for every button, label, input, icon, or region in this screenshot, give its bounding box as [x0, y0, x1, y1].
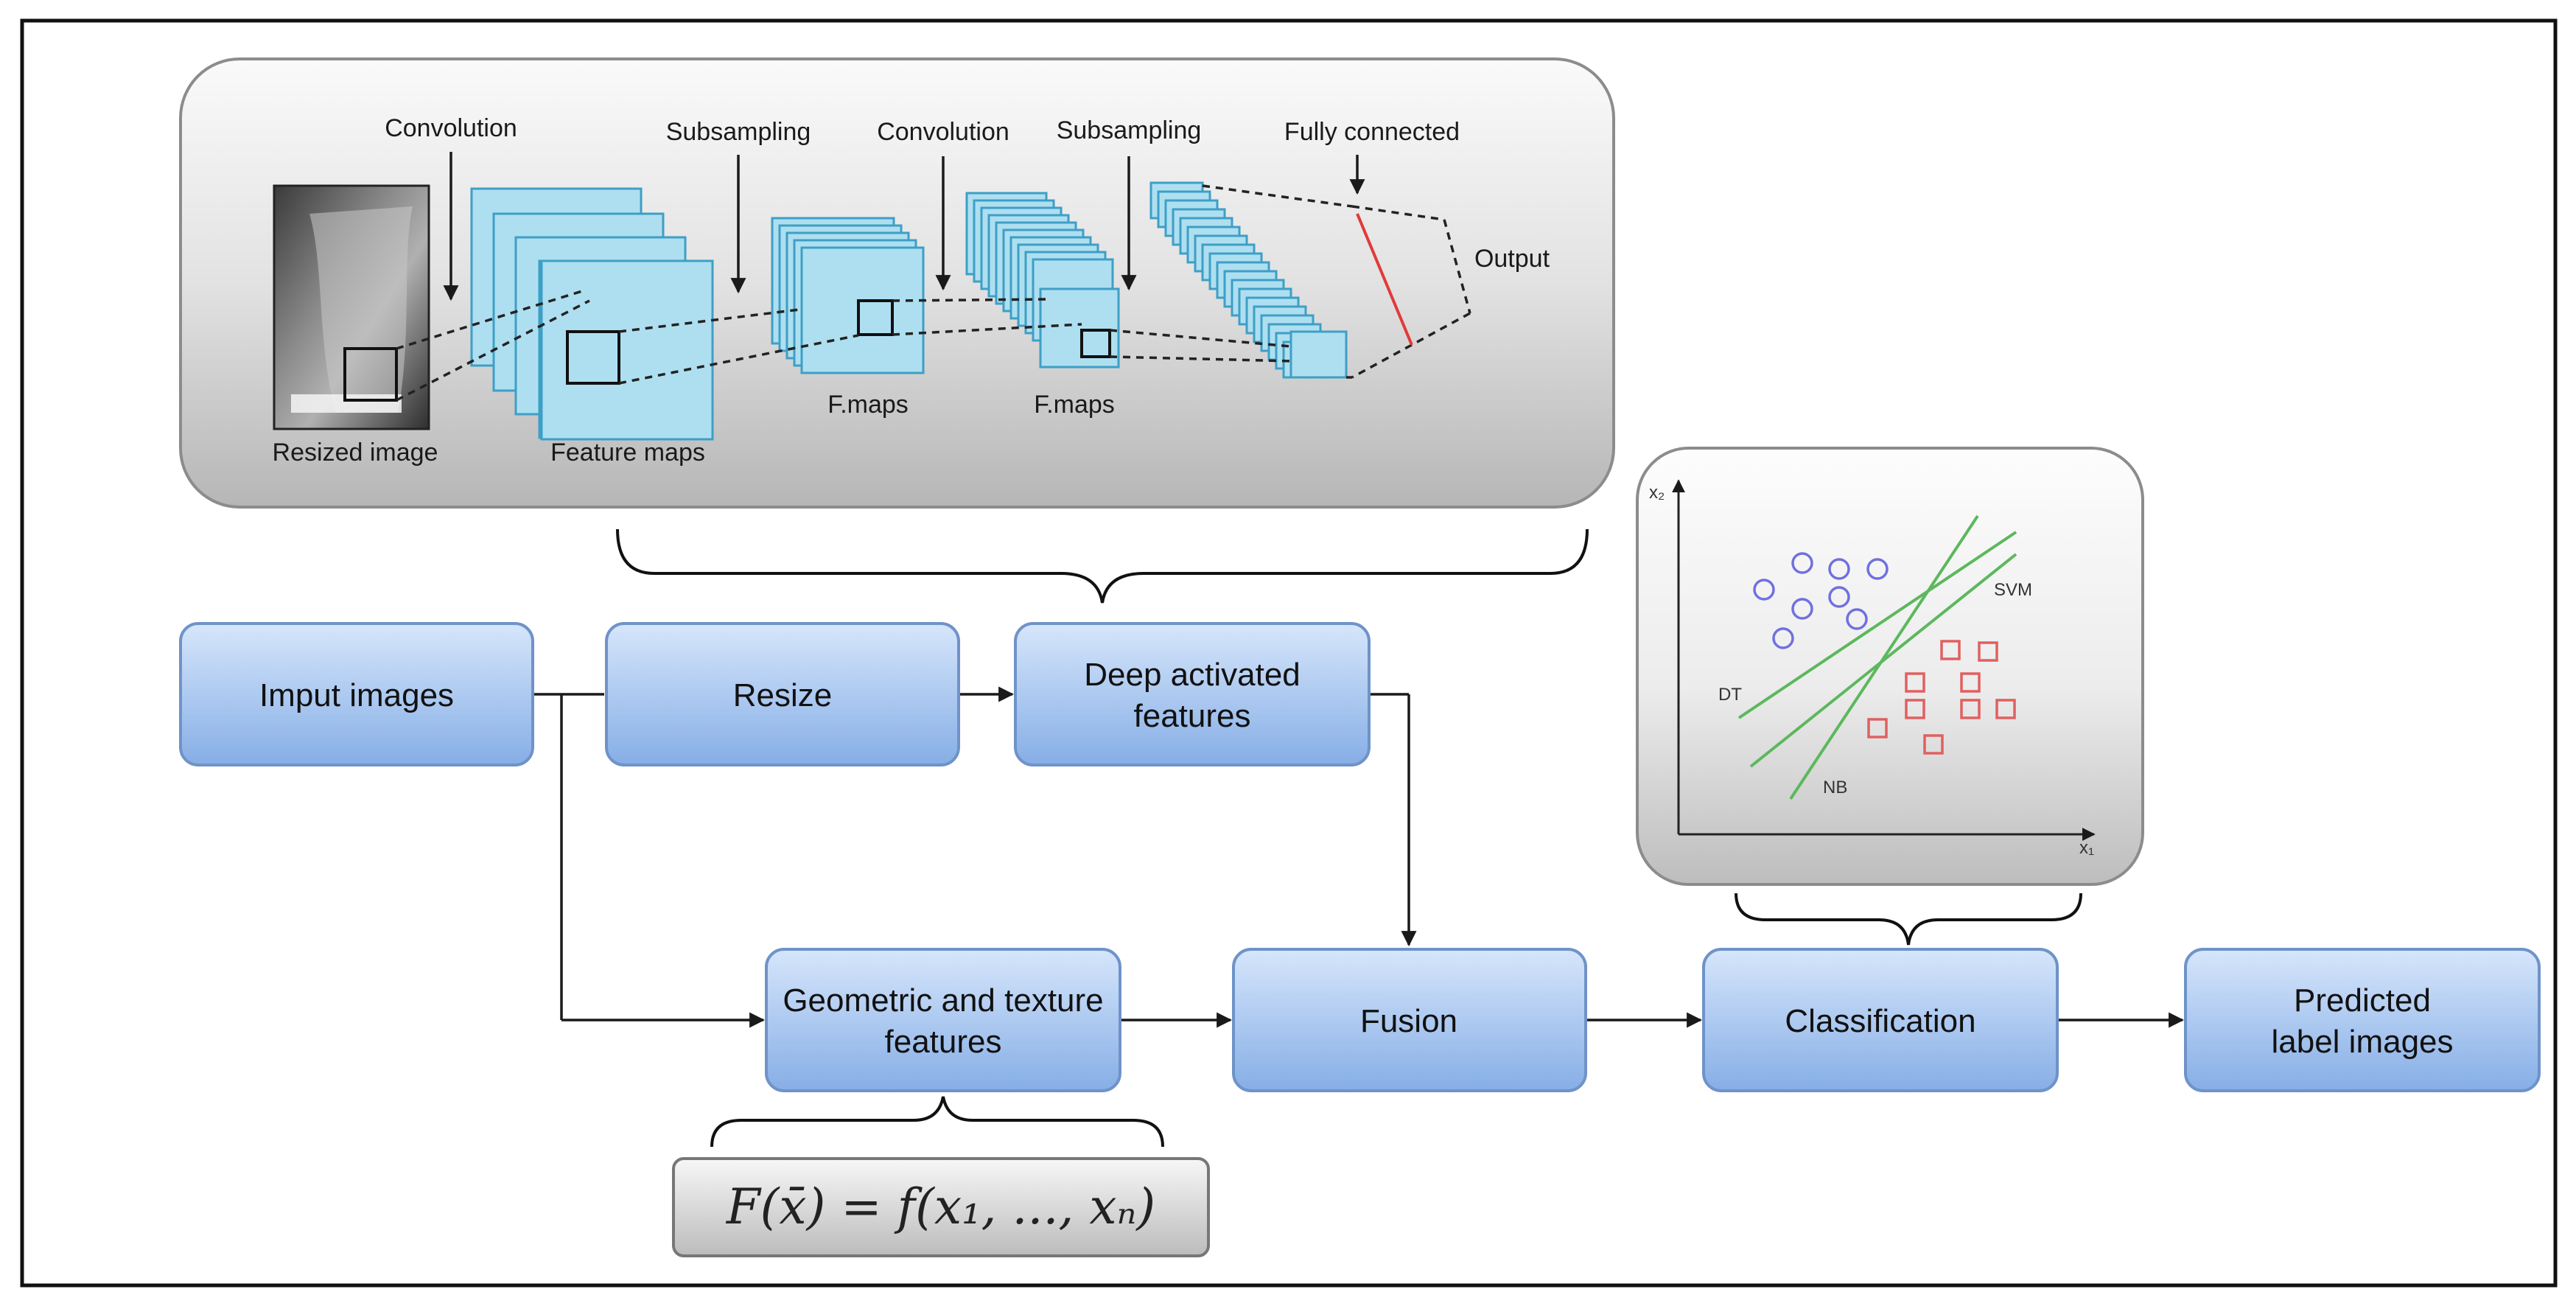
- class-b-point: [1960, 672, 1981, 693]
- box-geo-label-line2: features: [885, 1024, 1002, 1060]
- class-a-point: [1866, 558, 1889, 580]
- feature-maps-stack: [470, 187, 714, 441]
- class-a-point: [1791, 598, 1813, 620]
- label-fmaps-1: F.maps: [827, 391, 909, 419]
- resized-image: [273, 184, 430, 430]
- label-fully-connected: Fully connected: [1284, 118, 1460, 146]
- box-predicted-label-images: Predicted label images: [2184, 948, 2541, 1092]
- class-a-point: [1846, 608, 1868, 630]
- fmaps-patch-2: [1080, 329, 1111, 358]
- box-geometric-texture-features: Geometric and texture features: [765, 948, 1121, 1092]
- resized-image-patch: [343, 347, 398, 402]
- class-b-point: [1867, 718, 1888, 738]
- class-a-point: [1772, 627, 1794, 649]
- box-predicted-label-line2: label images: [2271, 1024, 2453, 1060]
- plot-axes: [1672, 479, 2096, 841]
- geo-brace: [710, 1096, 1164, 1148]
- formula-box: F(x̄) = f(x₁, ..., xₙ): [672, 1157, 1210, 1257]
- nb-label: NB: [1823, 778, 1847, 797]
- feature-maps-patch: [566, 330, 620, 385]
- class-b-point: [1905, 672, 1925, 693]
- class-b-point: [1995, 699, 2016, 719]
- svm-label: SVM: [1994, 580, 2032, 600]
- box-deep-label-line2: features: [1134, 698, 1251, 734]
- box-deep-label-line1: Deep activated: [1084, 657, 1301, 693]
- box-geo-label-line1: Geometric and texture: [783, 982, 1103, 1019]
- cnn-brace: [616, 528, 1589, 604]
- label-feature-maps: Feature maps: [550, 439, 705, 467]
- label-output: Output: [1474, 245, 1550, 273]
- nb-boundary: [1789, 514, 1979, 800]
- class-a-point: [1791, 552, 1813, 574]
- label-convolution-2: Convolution: [877, 118, 1009, 146]
- class-a-point: [1753, 579, 1775, 601]
- box-resize: Resize: [605, 622, 960, 767]
- box-predicted-label-line1: Predicted: [2294, 982, 2431, 1019]
- formula-text: F(x̄) = f(x₁, ..., xₙ): [726, 1178, 1155, 1235]
- class-b-point: [1960, 699, 1981, 719]
- classifier-brace: [1735, 893, 2082, 946]
- class-b-points: [1867, 640, 2016, 755]
- box-fusion-label: Fusion: [1360, 1003, 1457, 1039]
- fmaps-patch-1: [857, 299, 894, 336]
- label-resized-image: Resized image: [273, 439, 438, 467]
- class-a-point: [1828, 558, 1850, 580]
- label-convolution-1: Convolution: [385, 114, 517, 142]
- label-fmaps-2: F.maps: [1034, 391, 1115, 419]
- class-b-point: [1940, 640, 1961, 660]
- cnn-panel: Convolution Subsampling Convolution Subs…: [179, 57, 1615, 509]
- box-deep-activated-features: Deep activated features: [1014, 622, 1371, 767]
- box-input-images: Imput images: [179, 622, 534, 767]
- label-subsampling-2: Subsampling: [1057, 116, 1202, 144]
- label-subsampling-1: Subsampling: [666, 118, 811, 146]
- connectors: [532, 686, 2185, 1028]
- box-resize-label: Resize: [733, 677, 833, 713]
- classifier-plot-background: [1636, 447, 2144, 886]
- cnn-arrows: [443, 152, 1365, 301]
- box-input-images-label: Imput images: [259, 677, 454, 713]
- class-a-point: [1828, 586, 1850, 608]
- class-b-point: [1978, 641, 1998, 662]
- fmaps-stack-2: [965, 192, 1120, 369]
- dt-label: DT: [1718, 685, 1742, 705]
- box-classification: Classification: [1702, 948, 2059, 1092]
- dt-boundary: [1737, 531, 2017, 719]
- plot-x-axis-label: x₁: [2079, 838, 2094, 858]
- fmaps-stack-1: [771, 217, 925, 374]
- class-b-point: [1923, 734, 1944, 755]
- projection-lines: [396, 184, 1471, 402]
- box-classification-label: Classification: [1785, 1003, 1975, 1039]
- box-fusion: Fusion: [1232, 948, 1587, 1092]
- plot-y-axis-label: x₂: [1649, 483, 1665, 503]
- decision-boundaries: [1737, 514, 2017, 800]
- fully-connected-line: [1356, 213, 1413, 346]
- classifier-plot: x₂ x₁ SVM DT: [1636, 447, 2144, 886]
- class-a-points: [1753, 552, 1889, 649]
- class-b-point: [1905, 699, 1925, 719]
